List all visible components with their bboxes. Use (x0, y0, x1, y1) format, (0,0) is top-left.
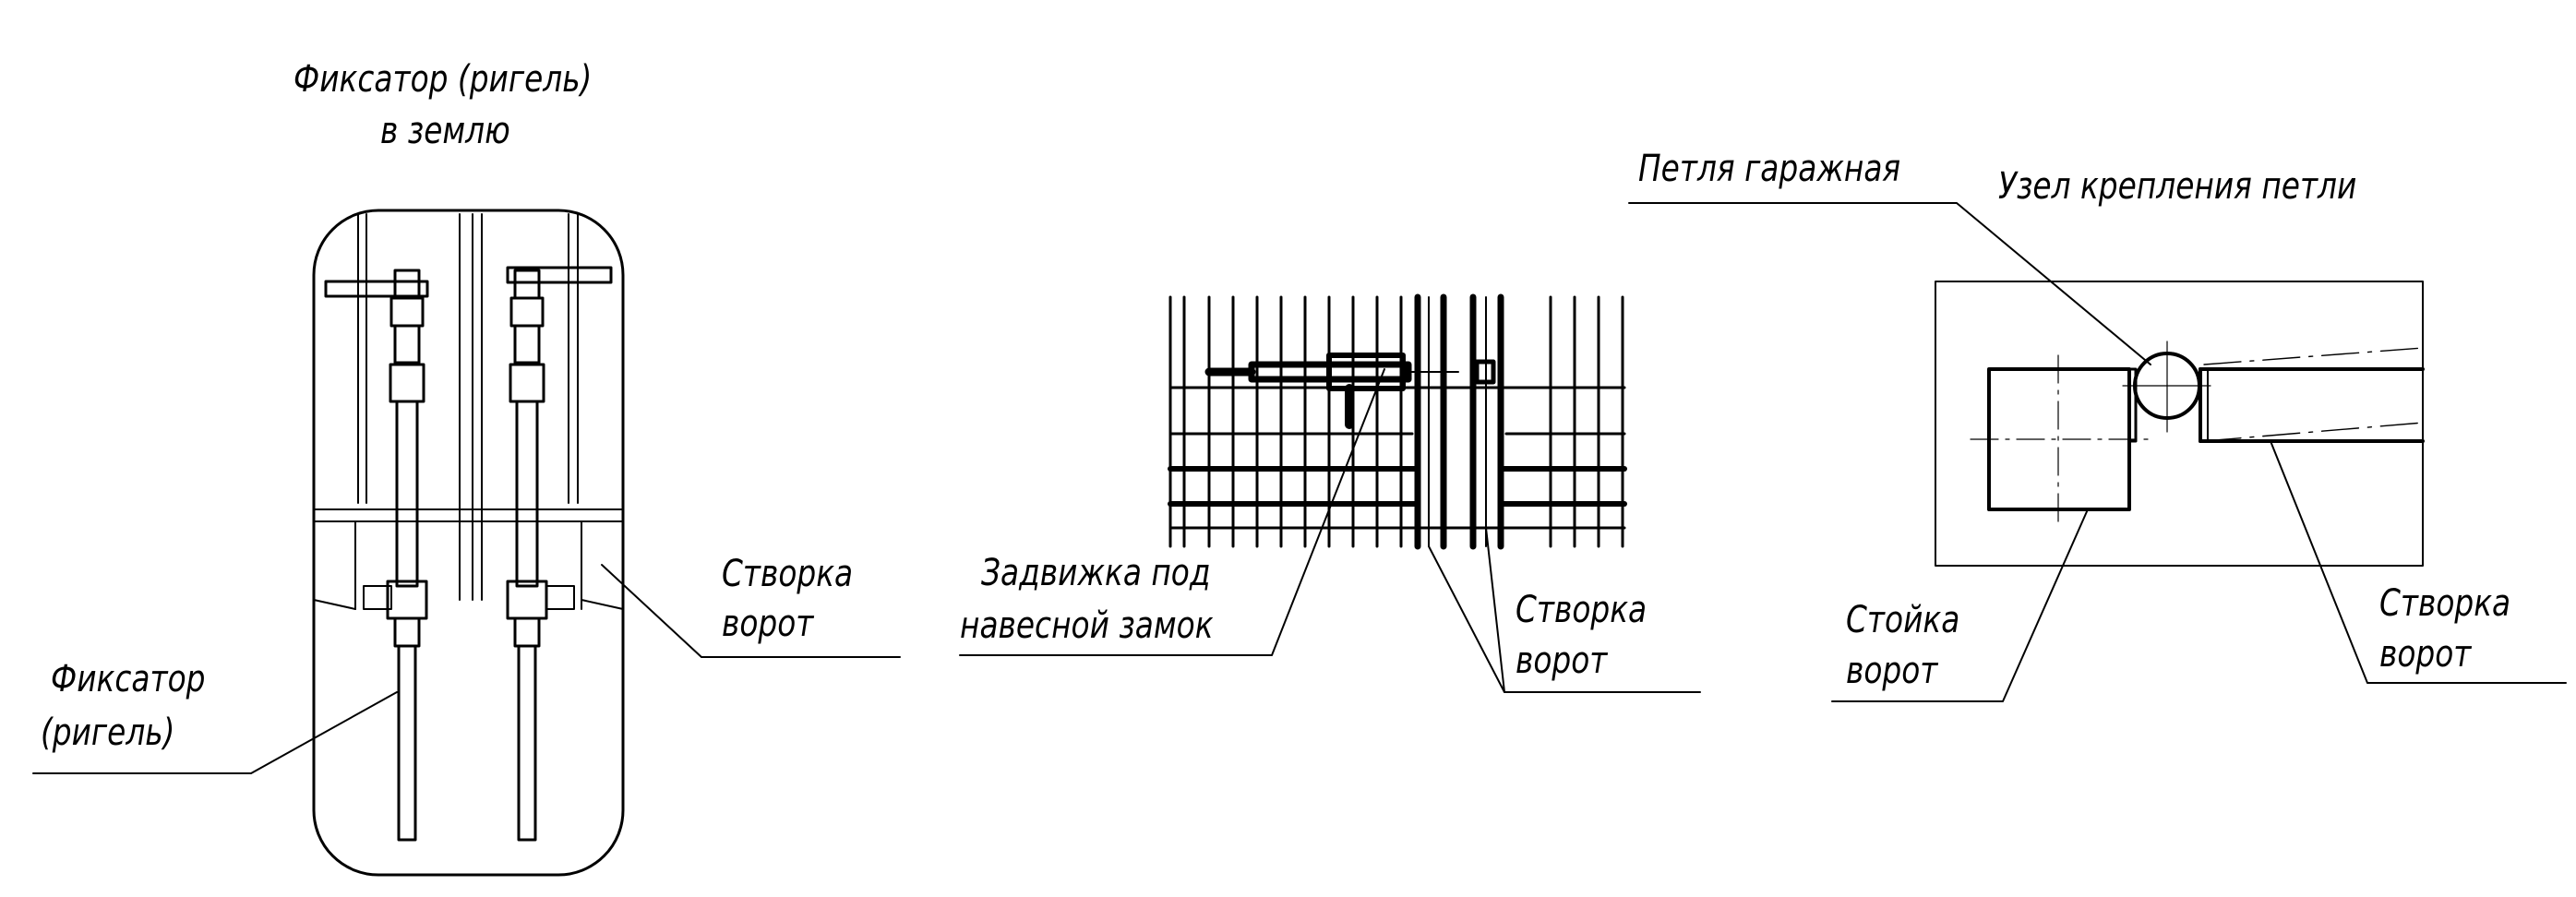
grid-bars (1170, 297, 1623, 546)
leaf-label-3-line1: Створка (2379, 582, 2511, 625)
post-label-line1: Стойка (1846, 599, 1960, 641)
rigel-label-line1: Фиксатор (51, 658, 206, 700)
grid-rails (1170, 388, 1624, 528)
leaf-label-2-line1: Створка (1516, 589, 1647, 631)
leaf-label-1-line2: ворот (722, 603, 814, 645)
right-bolt (508, 268, 611, 840)
left-bolt (326, 270, 427, 840)
latch-label-line2: навесной замок (960, 604, 1214, 647)
gate-post (1989, 369, 2129, 509)
hinge-label: Петля гаражная (1638, 148, 1901, 190)
bolt-assembly-drawing (32, 210, 901, 875)
leaf-label-2-line2: ворот (1516, 640, 1608, 682)
latch-leader-line (959, 368, 1385, 656)
bolt-title-line2: в землю (380, 110, 510, 152)
bolt-title-line1: Фиксатор (ригель) (294, 58, 593, 101)
leaf-leader-line-3 (2270, 440, 2567, 684)
latch-grid-drawing (959, 297, 1701, 693)
rigel-label-line2: (ригель) (41, 712, 175, 754)
leaf-label-3-line2: ворот (2379, 633, 2472, 676)
hinge-node-drawing (1628, 202, 2567, 702)
latch-body (1209, 355, 1493, 425)
bolt-frame-outline (314, 210, 623, 875)
leaf-label-1-line1: Створка (722, 553, 854, 595)
latch-label-line1: Задвижка под (981, 552, 1211, 594)
post-label-line2: ворот (1846, 650, 1938, 692)
leaf-posts (1418, 297, 1501, 546)
hinge-leader-line (1628, 202, 2151, 365)
hinge-node-frame (1935, 281, 2423, 566)
node-label: Узел крепления петли (1998, 165, 2357, 208)
post-leader-line (1831, 508, 2089, 702)
leaf-leader-line-1 (601, 564, 901, 658)
rigel-leader-line (32, 691, 398, 774)
gate-leaf (2200, 348, 2423, 441)
leaf-leader-line-2b (1486, 528, 1504, 692)
